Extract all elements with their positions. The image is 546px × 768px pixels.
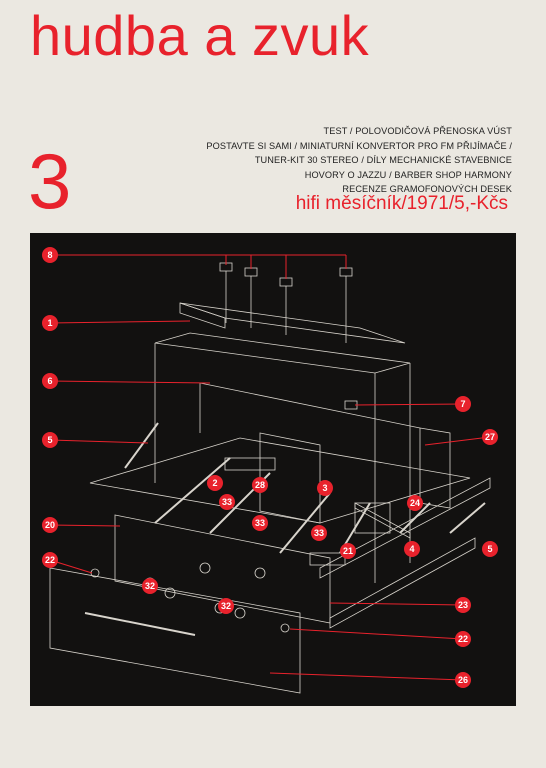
- callout-marker: [42, 517, 58, 533]
- callout-marker: [252, 515, 268, 531]
- callout-marker: [42, 432, 58, 448]
- contents-line: HOVORY O JAZZU / BARBER SHOP HARMONY: [304, 169, 512, 180]
- contents-list: TEST / POLOVODIČOVÁ PŘENOSKA VÚST POSTAV…: [172, 124, 512, 197]
- callout-33: 33: [252, 515, 268, 531]
- subtitle: hifi měsíčník/1971/5,-Kčs: [295, 193, 508, 214]
- callout-leaders: [49, 254, 491, 681]
- callout-20: 20: [42, 517, 58, 533]
- callout-label: 2: [212, 478, 217, 488]
- callout-label: 3: [322, 483, 327, 493]
- callout-28: 28: [252, 477, 268, 493]
- callout-22: 22: [455, 631, 471, 647]
- callout-label: 5: [487, 544, 492, 554]
- callout-label: 33: [255, 518, 265, 528]
- callout-marker: [455, 631, 471, 647]
- callout-8: 8: [42, 247, 58, 263]
- callout-4: 4: [404, 541, 420, 557]
- contents-line: POSTAVTE SI SAMI / MINIATURNÍ KONVERTOR …: [206, 140, 512, 151]
- callout-marker: [340, 543, 356, 559]
- callout-label: 5: [47, 435, 52, 445]
- callout-32: 32: [218, 598, 234, 614]
- issue-number: 3: [28, 137, 72, 225]
- callout-label: 20: [45, 520, 55, 530]
- contents-line: TEST / POLOVODIČOVÁ PŘENOSKA VÚST: [323, 126, 512, 136]
- callout-32: 32: [142, 578, 158, 594]
- callout-1: 1: [42, 315, 58, 331]
- callout-label: 22: [45, 555, 55, 565]
- callout-label: 22: [458, 634, 468, 644]
- callout-label: 24: [410, 498, 420, 508]
- callout-label: 33: [314, 528, 324, 538]
- callout-marker: [42, 552, 58, 568]
- callout-3: 3: [317, 480, 333, 496]
- callout-marker: [407, 495, 423, 511]
- callout-marker: [311, 525, 327, 541]
- callout-marker: [142, 578, 158, 594]
- callout-23: 23: [455, 597, 471, 613]
- callout-label: 27: [485, 432, 495, 442]
- callout-marker: [218, 598, 234, 614]
- callout-6: 6: [42, 373, 58, 389]
- callout-marker: [42, 315, 58, 331]
- callout-27: 27: [482, 429, 498, 445]
- callout-5: 5: [42, 432, 58, 448]
- callout-label: 32: [221, 601, 231, 611]
- callout-7: 7: [455, 396, 471, 412]
- callout-22: 22: [42, 552, 58, 568]
- callout-marker: [317, 480, 333, 496]
- callout-label: 1: [47, 318, 52, 328]
- callout-marker: [42, 247, 58, 263]
- callout-33: 33: [311, 525, 327, 541]
- callout-2: 2: [207, 475, 223, 491]
- callout-33: 33: [219, 494, 235, 510]
- callout-marker: [455, 597, 471, 613]
- callout-5: 5: [482, 541, 498, 557]
- callout-label: 21: [343, 546, 353, 556]
- callout-marker: [404, 541, 420, 557]
- callout-marker: [252, 477, 268, 493]
- callout-label: 33: [222, 497, 232, 507]
- callout-label: 4: [409, 544, 414, 554]
- callout-21: 21: [340, 543, 356, 559]
- magazine-title: hudba a zvuk: [30, 4, 370, 67]
- callout-marker: [455, 672, 471, 688]
- callout-label: 23: [458, 600, 468, 610]
- callout-marker: [482, 429, 498, 445]
- callout-marker: [482, 541, 498, 557]
- callout-label: 7: [460, 399, 465, 409]
- callout-label: 8: [47, 250, 52, 260]
- callout-label: 26: [458, 675, 468, 685]
- callout-26: 26: [455, 672, 471, 688]
- callout-marker: [455, 396, 471, 412]
- callout-marker: [42, 373, 58, 389]
- callout-marker: [207, 475, 223, 491]
- callout-label: 28: [255, 480, 265, 490]
- contents-line: TUNER-KIT 30 STEREO / DÍLY MECHANICKÉ ST…: [254, 155, 512, 165]
- contents-line: RECENZE GRAMOFONOVÝCH DESEK: [342, 184, 512, 194]
- callout-24: 24: [407, 495, 423, 511]
- chassis-drawing: [49, 262, 491, 694]
- callout-label: 32: [145, 581, 155, 591]
- callout-marker: [219, 494, 235, 510]
- callout-label: 6: [47, 376, 52, 386]
